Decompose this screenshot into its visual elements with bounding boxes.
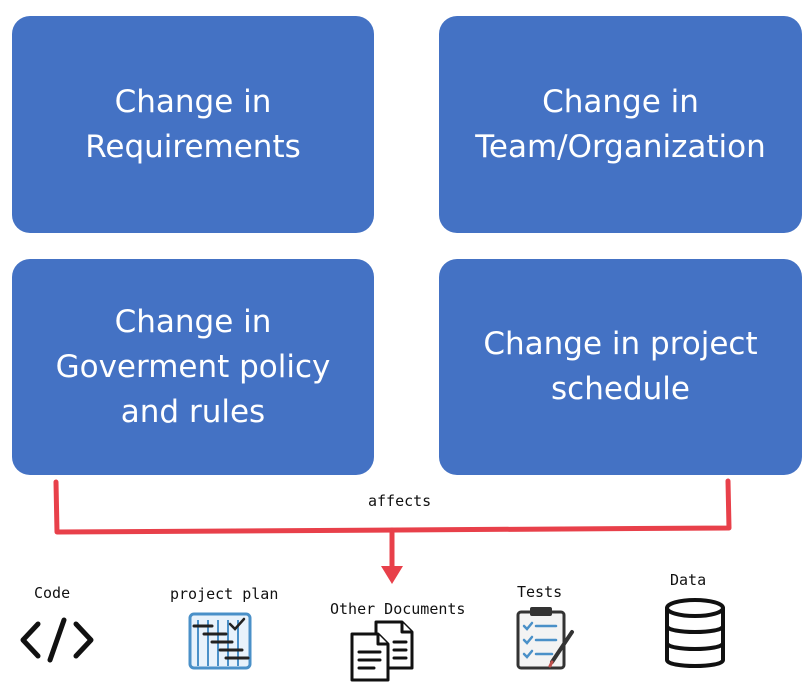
affects-label: affects xyxy=(368,492,432,510)
connector-arrowhead xyxy=(381,566,403,584)
box-change-government-policy: Change in Goverment policy and rules xyxy=(12,259,374,475)
tests-icon xyxy=(516,607,574,670)
other-documents-label: Other Documents xyxy=(330,600,466,618)
box-change-schedule: Change in project schedule xyxy=(439,259,802,475)
box-change-team: Change in Team/Organization xyxy=(439,16,802,233)
database-icon xyxy=(665,598,725,668)
project-plan-icon xyxy=(188,612,252,670)
tests-label: Tests xyxy=(517,583,563,601)
data-label: Data xyxy=(670,571,707,589)
code-icon xyxy=(20,617,94,663)
code-label: Code xyxy=(34,584,71,602)
documents-icon xyxy=(350,620,414,682)
box-change-requirements: Change in Requirements xyxy=(12,16,374,233)
project-plan-label: project plan xyxy=(170,585,279,603)
